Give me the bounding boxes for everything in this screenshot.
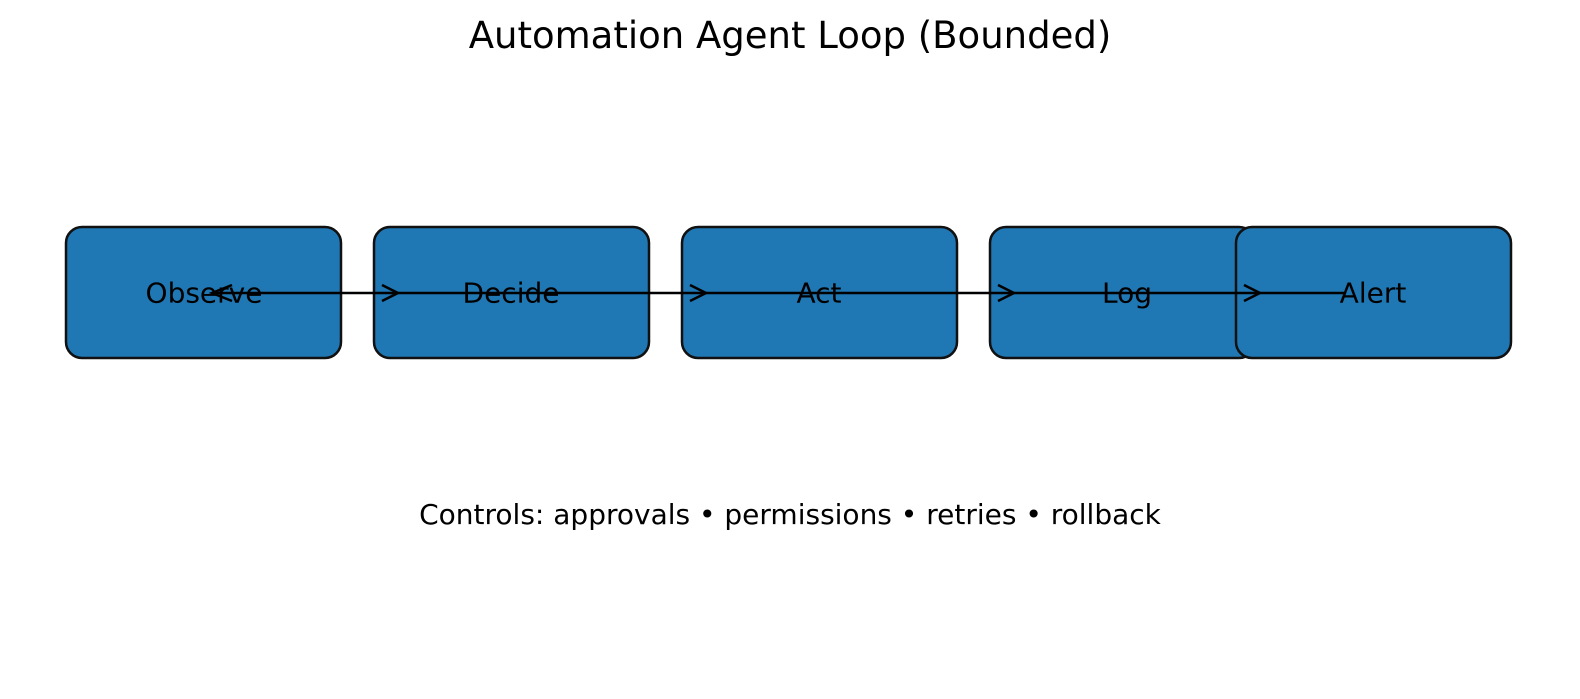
arrow-head-into-log xyxy=(997,283,1017,303)
node-alert-label: Alert xyxy=(1340,277,1407,310)
arrow-head-into-act xyxy=(689,283,709,303)
edges-layer xyxy=(208,283,1345,303)
arrow-head-into-observe xyxy=(208,283,233,303)
arrow-head-into-alert xyxy=(1243,283,1263,303)
arrow-head-into-decide xyxy=(381,283,401,303)
diagram-title: Automation Agent Loop (Bounded) xyxy=(468,14,1112,57)
controls-caption: Controls: approvals • permissions • retr… xyxy=(419,498,1161,531)
